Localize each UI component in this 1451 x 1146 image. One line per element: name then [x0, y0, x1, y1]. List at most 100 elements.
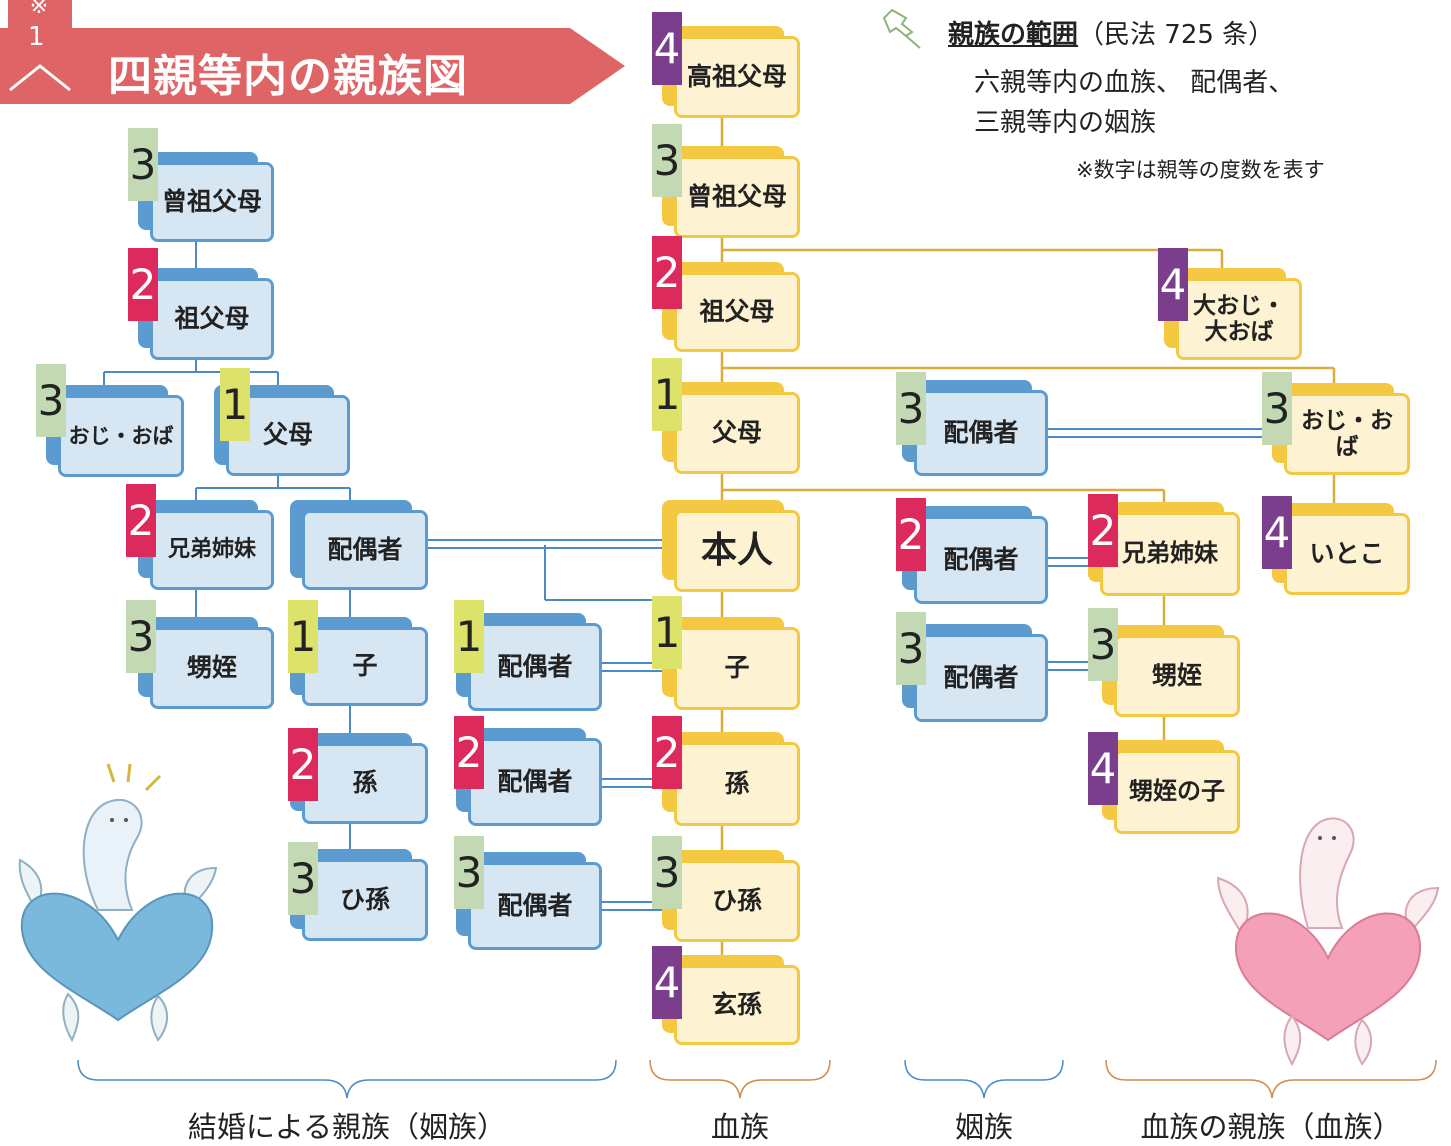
- footer-affinity-by-marriage: 結婚による親族（姻族）: [187, 1110, 507, 1144]
- node-great-great-grandparents: 高祖父母: [662, 26, 800, 118]
- node-label: 祖父母: [677, 275, 797, 349]
- node-cousins: いとこ: [1272, 503, 1410, 595]
- footer-blood-relatives: 血族の親族（血族）: [1140, 1110, 1402, 1144]
- node-label: 甥姪: [153, 630, 271, 706]
- node-grand-uncle-aunt: 大おじ・ 大おば: [1164, 268, 1302, 360]
- node-grandchildren: 孫: [662, 732, 800, 826]
- degree-badge: 3: [36, 364, 66, 437]
- degree-badge: 2: [896, 498, 926, 571]
- node-label: いとこ: [1287, 516, 1407, 592]
- title-banner: [0, 28, 625, 104]
- node-grandnephews: 甥姪の子: [1102, 740, 1240, 834]
- node-nephews-nieces: 甥姪: [1102, 625, 1240, 717]
- degree-badge: 3: [896, 372, 926, 445]
- node-spouse-great-grandparents: 曾祖父母: [138, 152, 274, 242]
- node-label: 配偶者: [917, 393, 1045, 473]
- node-self: 本人: [662, 500, 800, 592]
- note-ribbon: [8, 0, 72, 92]
- node-label: ひ孫: [677, 863, 797, 939]
- node-label: 孫: [677, 745, 797, 823]
- degree-badge: 3: [288, 842, 318, 915]
- degree-badge: 1: [454, 600, 484, 673]
- degree-badge: 3: [652, 836, 682, 909]
- node-label: 父母: [677, 395, 797, 471]
- node-label: ひ孫: [305, 862, 425, 938]
- civil-code-ref: （民法 725 条）: [1078, 20, 1275, 50]
- node-spouse-nephews: 甥姪: [138, 617, 274, 709]
- node-great-great-grandchildren: 玄孫: [662, 955, 800, 1045]
- node-label: 大おじ・ 大おば: [1179, 281, 1299, 357]
- node-label: 高祖父母: [677, 39, 797, 115]
- node-label: おじ・おば: [61, 398, 181, 474]
- degree-badge: 3: [126, 600, 156, 673]
- degree-badge: 3: [128, 128, 158, 201]
- degree-badge: 4: [652, 12, 682, 85]
- node-label: 配偶者: [917, 519, 1045, 601]
- node-label: 祖父母: [153, 281, 271, 357]
- node-label: 孫: [305, 746, 425, 821]
- degree-badge: 2: [288, 728, 318, 801]
- degree-badge: 4: [1088, 732, 1118, 805]
- node-label: 兄弟姉妹: [153, 513, 271, 587]
- note-number: 1: [28, 22, 45, 52]
- node-label: 曾祖父母: [153, 165, 271, 239]
- degree-badge: 4: [1262, 496, 1292, 569]
- blue-heart-character-icon: [18, 763, 218, 1043]
- node-uncle-aunt-spouse: 配偶者: [902, 380, 1048, 476]
- degree-badge: 3: [454, 836, 484, 909]
- footer-blood: 血族: [710, 1110, 769, 1144]
- degree-badge: 4: [652, 946, 682, 1019]
- node-spouse-grandparents: 祖父母: [138, 268, 274, 360]
- node-label: おじ・おば: [1287, 396, 1407, 472]
- node-great-grandparents: 曾祖父母: [662, 146, 800, 238]
- node-children: 子: [662, 617, 800, 710]
- node-spouse-grandchildren: 孫: [290, 733, 428, 824]
- degree-badge: 1: [652, 596, 682, 669]
- page-title: 四親等内の親族図: [108, 51, 468, 102]
- degree-badge: 2: [652, 716, 682, 789]
- node-spouse: 配偶者: [290, 500, 428, 590]
- degree-note: ※数字は親等の度数を表す: [1076, 158, 1325, 182]
- footer-affinity: 姻族: [954, 1110, 1013, 1144]
- node-label: 玄孫: [677, 968, 797, 1042]
- degree-badge: 3: [1262, 372, 1292, 445]
- node-label: 本人: [677, 513, 797, 589]
- node-label: 甥姪の子: [1117, 753, 1237, 831]
- info-line-1: 六親等内の血族、 配偶者、: [974, 68, 1295, 98]
- node-spouse-uncle-aunt: おじ・おば: [46, 385, 184, 477]
- degree-badge: 2: [652, 236, 682, 309]
- node-label: 配偶者: [471, 626, 599, 708]
- degree-badge: 1: [288, 600, 318, 673]
- degree-badge: 3: [896, 612, 926, 685]
- node-great-grandchildren: ひ孫: [662, 850, 800, 942]
- kinship-range-heading: 親族の範囲（民法 725 条）: [948, 14, 1274, 51]
- pushpin-icon: [882, 8, 921, 49]
- node-label: 甥姪: [1117, 638, 1237, 714]
- node-label: 配偶者: [305, 513, 425, 587]
- degree-badge: 3: [1088, 608, 1118, 681]
- node-label: 配偶者: [917, 637, 1045, 719]
- degree-badge: 4: [1158, 248, 1188, 321]
- info-line-2: 三親等内の姻族: [974, 108, 1157, 138]
- kinship-range-title: 親族の範囲: [948, 20, 1079, 50]
- node-label: 配偶者: [471, 741, 599, 823]
- degree-badge: 2: [128, 248, 158, 321]
- node-spouse-siblings: 兄弟姉妹: [138, 500, 274, 590]
- degree-badge: 2: [126, 484, 156, 557]
- node-label: 子: [677, 630, 797, 707]
- pink-heart-character-icon: [1216, 817, 1440, 1067]
- node-parents: 父母: [662, 382, 800, 474]
- node-label: 子: [305, 630, 425, 703]
- node-label: 兄弟姉妹: [1103, 515, 1237, 593]
- degree-badge: 2: [1088, 494, 1118, 567]
- degree-badge: 1: [652, 358, 682, 431]
- node-uncle-aunt: おじ・おば: [1272, 383, 1410, 475]
- degree-badge: 1: [220, 368, 250, 441]
- node-label: 曾祖父母: [677, 159, 797, 235]
- degree-badge: 3: [652, 124, 682, 197]
- node-label: 配偶者: [471, 865, 599, 947]
- node-grandparents: 祖父母: [662, 262, 800, 352]
- degree-badge: 2: [454, 716, 484, 789]
- note-mark: ※: [29, 0, 49, 19]
